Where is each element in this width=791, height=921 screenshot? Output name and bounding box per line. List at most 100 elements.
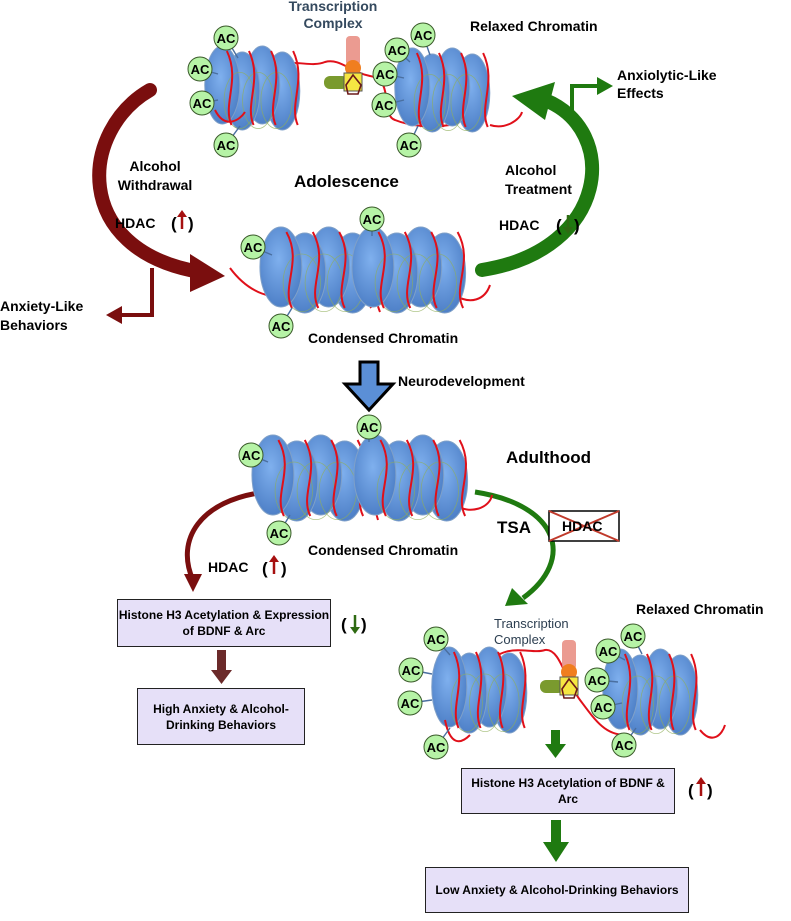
bottom-transcription-complex xyxy=(540,640,579,699)
anxiolytic-effects-label: Anxiolytic-Like Effects xyxy=(617,67,717,101)
acetyl-label: AC xyxy=(360,420,379,435)
right-connector1-head xyxy=(545,744,566,758)
neurodevelopment-arrow xyxy=(341,360,397,413)
top-acetyl-2: AC xyxy=(189,90,219,116)
acetyl-label: AC xyxy=(427,632,446,647)
acetyl-label: AC xyxy=(217,138,236,153)
paren-box1-r: ) xyxy=(361,615,367,634)
withdrawal-arc xyxy=(92,83,207,279)
adolescence-acetyl-0: AC xyxy=(240,234,273,260)
bottom-relaxed-dna xyxy=(484,649,626,736)
adolescence-acetyl-1: AC xyxy=(359,206,385,236)
left-connector-head xyxy=(211,670,232,684)
adulthood-right-nucleosome xyxy=(353,434,469,522)
paren-top-up: ( xyxy=(171,214,177,233)
bottom-right-tail xyxy=(699,724,726,739)
paren-box3-r: ) xyxy=(707,781,713,800)
acetyl-label: AC xyxy=(414,28,433,43)
bottom-acetyl-3: AC xyxy=(423,727,451,760)
paren-top-down: ( xyxy=(556,216,562,235)
adult-right-arc xyxy=(474,489,556,601)
top-acetyl-1: AC xyxy=(187,56,219,82)
bottom-transcription-complex-label: Transcription Complex xyxy=(494,616,569,647)
bottom-left-tail xyxy=(444,719,471,743)
top-right-tail xyxy=(489,111,523,128)
acetyl-label: AC xyxy=(193,96,212,111)
chromatin-layer xyxy=(204,45,726,743)
right-connector2-shaft xyxy=(551,820,561,844)
acetyl-label: AC xyxy=(588,673,607,688)
right-connector2-head xyxy=(543,842,569,862)
right-acetylation-box: Histone H3 Acetylation of BDNF & Arc xyxy=(461,768,675,814)
top-acetyl-3: AC xyxy=(213,125,241,158)
left-acetylation-box: Histone H3 Acetylation & Expression of B… xyxy=(117,599,331,647)
bottom-right-nucleosome xyxy=(602,648,699,736)
acetyl-label: AC xyxy=(401,696,420,711)
treatment-arrowhead xyxy=(512,82,555,120)
anxiety-branch xyxy=(118,268,154,317)
box3-up-arrow xyxy=(696,777,706,796)
acetyl-label: AC xyxy=(400,138,419,153)
acetyl-label: AC xyxy=(191,62,210,77)
tsa-label: TSA xyxy=(497,518,531,537)
acetyl-layer: AC AC AC AC AC AC AC AC AC AC AC AC AC AC AC AC AC AC AC AC… xyxy=(187,22,646,760)
adult-right-head xyxy=(505,588,528,606)
right-connector1-shaft xyxy=(551,730,560,746)
acetyl-label: AC xyxy=(272,319,291,334)
anxiolytic-branch-head xyxy=(597,77,613,95)
top-transcription-complex xyxy=(324,36,363,95)
bottom-acetyl-8: AC xyxy=(611,727,637,758)
paren-top-down-r: ) xyxy=(574,216,580,235)
cross-line-2 xyxy=(548,510,620,542)
low-anxiety-box: Low Anxiety & Alcohol-Drinking Behaviors xyxy=(425,867,689,913)
top-acetyl-4: AC xyxy=(384,37,411,63)
bottom-acetyl-1: AC xyxy=(398,657,433,683)
adulthood-acetyl-1: AC xyxy=(356,414,382,442)
acetyl-label: AC xyxy=(388,43,407,58)
top-hdac-up-label: HDAC xyxy=(115,215,156,231)
top-acetyl-7: AC xyxy=(371,92,405,118)
acetyl-label: AC xyxy=(615,738,634,753)
withdrawal-arrowhead xyxy=(190,254,225,292)
top-left-nucleosome xyxy=(204,45,301,131)
bottom-left-nucleosome xyxy=(431,646,528,734)
adolescence-right-nucleosome xyxy=(351,226,467,314)
bottom-acetyl-6: AC xyxy=(584,667,619,693)
acetyl-label: AC xyxy=(270,526,289,541)
anxiolytic-branch xyxy=(570,84,600,126)
bottom-acetyl-0: AC xyxy=(423,626,451,656)
adult-left-arc xyxy=(184,489,266,582)
high-anxiety-box: High Anxiety & Alcohol-Drinking Behavior… xyxy=(137,688,305,745)
treatment-arc xyxy=(475,93,600,277)
anxiety-branch-head xyxy=(106,306,122,324)
adult-condensed-chromatin-label: Condensed Chromatin xyxy=(308,542,459,558)
acetyl-label: AC xyxy=(376,67,395,82)
hdac-crossed-label: HDAC xyxy=(562,518,603,534)
adulthood-acetyl-2: AC xyxy=(266,514,292,546)
bottom-acetyl-2: AC xyxy=(397,690,433,716)
top-acetyl-5: AC xyxy=(410,22,436,56)
alcohol-withdrawal-label: Alcohol Withdrawal xyxy=(117,158,193,193)
bottom-relaxed-chromatin-label: Relaxed Chromatin xyxy=(636,601,764,617)
bottom-acetyl-5: AC xyxy=(595,638,626,664)
complex-layer xyxy=(324,36,579,699)
acetyl-label: AC xyxy=(599,644,618,659)
paren-top-up-r: ) xyxy=(188,214,194,233)
left-connector-shaft xyxy=(217,650,226,672)
acetyl-label: AC xyxy=(624,629,643,644)
top-hdac-down-label: HDAC xyxy=(499,217,540,233)
adult-hdac-up-arrow xyxy=(269,555,279,574)
top-condensed-chromatin-label: Condensed Chromatin xyxy=(308,330,459,346)
top-transcription-complex-label: Transcription Complex xyxy=(288,0,378,31)
top-left-tail xyxy=(214,109,246,123)
acetyl-label: AC xyxy=(244,240,263,255)
acetyl-label: AC xyxy=(375,98,394,113)
paren-adult-up: ( xyxy=(262,559,268,578)
acetyl-label: AC xyxy=(242,448,261,463)
adulthood-label: Adulthood xyxy=(506,448,591,467)
adulthood-acetyl-0: AC xyxy=(238,442,269,468)
adolescence-label: Adolescence xyxy=(294,172,399,191)
acetyl-label: AC xyxy=(594,700,613,715)
